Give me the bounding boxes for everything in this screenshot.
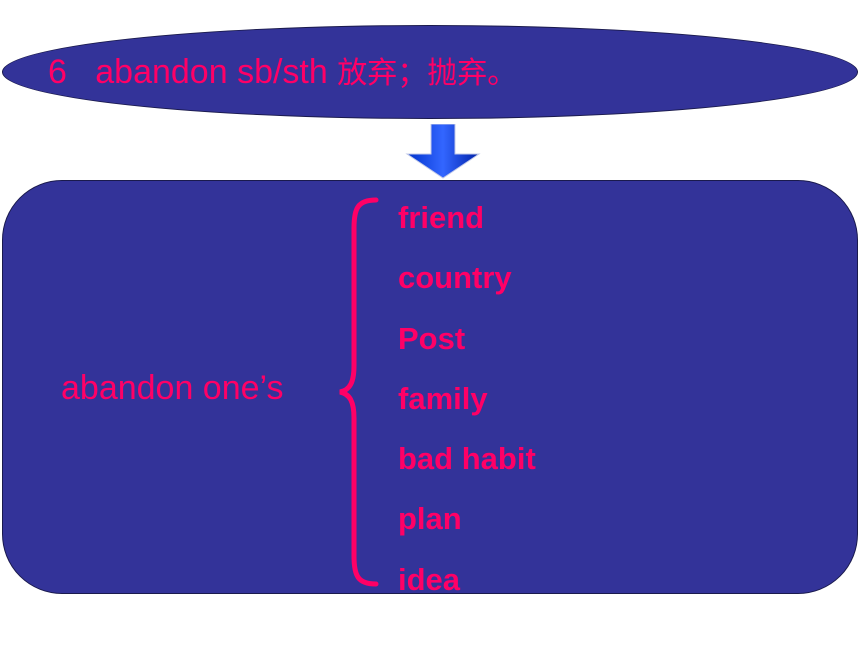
header-phrase: abandon sb/sth <box>95 53 328 91</box>
list-item: friend <box>398 200 485 235</box>
list-item: idea <box>398 561 461 597</box>
list-item: Post <box>398 320 466 356</box>
list-item: bad habit <box>398 441 536 477</box>
list-item: plan <box>398 501 462 537</box>
down-arrow-icon <box>405 124 481 179</box>
header-number: 6 <box>48 53 67 91</box>
left-curly-brace <box>339 197 379 587</box>
list-item: country <box>398 260 512 296</box>
list-item: family <box>398 380 488 416</box>
header-title: 6 abandon sb/sth 放弃；抛弃。 <box>48 52 517 94</box>
lead-phrase: abandon one’s <box>61 369 284 407</box>
content-panel <box>2 180 858 594</box>
header-meaning: 放弃；抛弃。 <box>337 56 518 91</box>
object-list: friend country Post family bad habit pla… <box>398 198 536 620</box>
header-ellipse <box>2 25 858 119</box>
